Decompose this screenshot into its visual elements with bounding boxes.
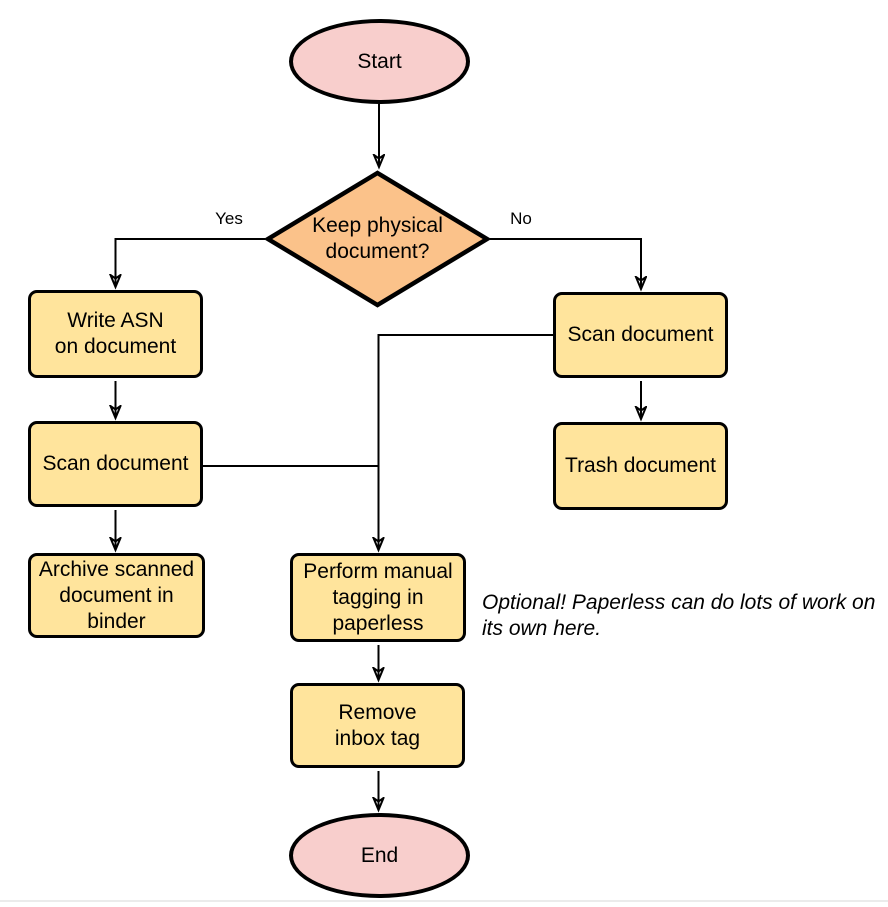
edge-decision-to-scan-right <box>490 238 641 288</box>
end-label: End <box>360 843 399 867</box>
edge-decision-to-write-asn <box>116 238 265 286</box>
write-asn-label: Write ASN on document <box>54 309 177 358</box>
yes-edge-label: Yes <box>215 209 243 228</box>
start-node: Start <box>289 19 470 104</box>
manual-tagging-node: Perform manual tagging in paperless <box>290 553 466 642</box>
decision-node: Keep physical document? <box>263 170 492 308</box>
decision-label: Keep physical document? <box>312 214 443 263</box>
scan-document-right-label: Scan document <box>567 323 714 346</box>
remove-inbox-tag-node: Remove inbox tag <box>290 683 465 768</box>
trash-document-label: Trash document <box>565 454 716 477</box>
start-label: Start <box>357 49 402 73</box>
manual-tagging-label: Perform manual tagging in paperless <box>303 559 453 635</box>
write-asn-node: Write ASN on document <box>28 290 203 378</box>
archive-node: Archive scanned document in binder <box>28 553 205 638</box>
remove-inbox-tag-label: Remove inbox tag <box>334 700 421 750</box>
scan-document-right-node: Scan document <box>553 292 728 378</box>
scan-document-left-node: Scan document <box>28 421 203 507</box>
end-node: End <box>289 813 470 898</box>
edge-scan-right-to-tagging <box>379 334 553 549</box>
trash-document-node: Trash document <box>553 422 728 510</box>
archive-label: Archive scanned document in binder <box>38 557 195 633</box>
footer-divider <box>0 900 888 902</box>
scan-document-left-label: Scan document <box>42 452 189 475</box>
no-edge-label: No <box>510 209 532 228</box>
optional-note-text: Optional! Paperless can do lots of work … <box>482 591 876 640</box>
diamond-shape <box>263 170 492 308</box>
